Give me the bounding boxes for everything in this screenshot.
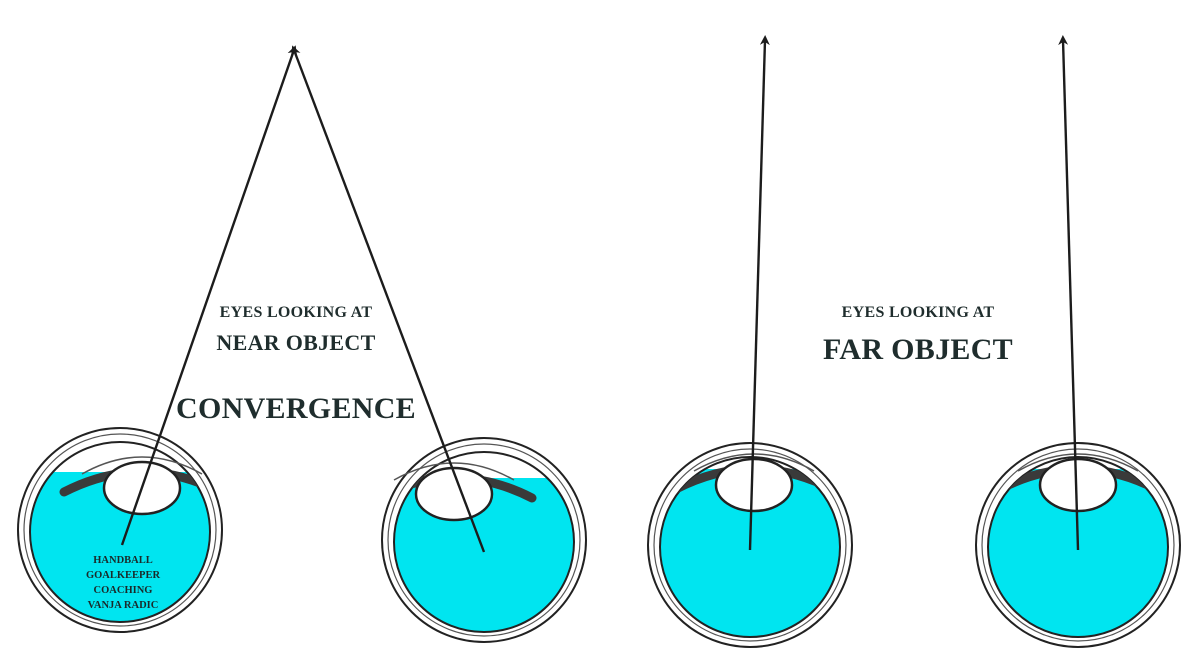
- watermark-line1: HANDBALL: [93, 555, 153, 566]
- watermark-line2: GOALKEEPER: [85, 570, 161, 581]
- far-sightline-right: [1058, 35, 1080, 551]
- right-eye-near: [381, 437, 587, 643]
- near-sightline-left: [120, 45, 298, 546]
- far-sightline-left: [748, 35, 770, 551]
- watermark: HANDBALL GOALKEEPER COACHING VANJA RADIC: [58, 553, 188, 613]
- near-title-line2: NEAR OBJECT: [216, 330, 376, 355]
- near-sightline-right: [291, 45, 486, 553]
- watermark-line4: VANJA RADIC: [87, 600, 159, 611]
- near-title-line1: EYES LOOKING AT: [219, 304, 373, 321]
- watermark-line3: COACHING: [93, 585, 153, 596]
- far-title-line1: EYES LOOKING AT: [841, 304, 995, 321]
- far-title-line2: FAR OBJECT: [823, 333, 1013, 366]
- convergence-heading: CONVERGENCE: [176, 392, 416, 425]
- left-eye-near: [17, 427, 223, 633]
